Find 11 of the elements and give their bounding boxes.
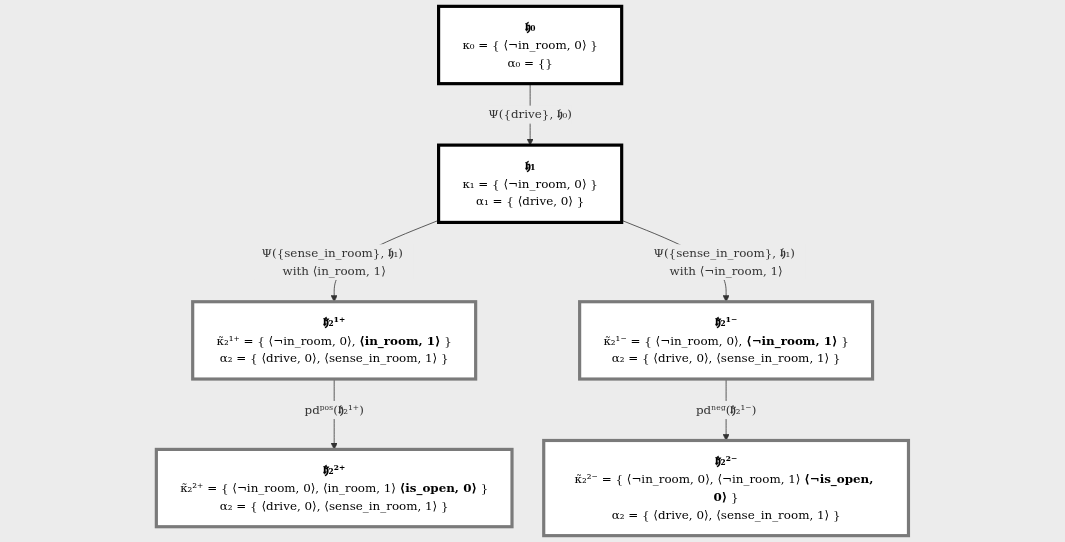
node-box: 𝖍₀ κ₀ = { ⟨¬in_room, 0⟩ } α₀ = {} [437, 4, 624, 86]
edge-label: pdᵖᵒˢ(𝖍̃₂¹⁺) [304, 402, 364, 417]
edge-label: Ψ({drive}, 𝖍₀) [488, 107, 573, 122]
edge-label: Ψ({sense_in_room}, 𝖍₁) with ⟨¬in_room, 1⟩ [653, 245, 795, 278]
edge-label: pdⁿᵉᵍ(𝖍̃₂¹⁻) [695, 402, 757, 417]
node-box: 𝖍̃₂¹⁻ κ̃₂¹⁻ = { ⟨¬in_room, 0⟩, ⟨¬in_room, 1⟩ } α₂ = { ⟨drive, 0⟩, ⟨sense_in_room, 1⟩ } [578, 300, 875, 381]
node-box: 𝖍̃₂¹⁺ κ̃₂¹⁺ = { ⟨¬in_room, 0⟩, ⟨in_room, 1⟩ } α₂ = { ⟨drive, 0⟩, ⟨sense_in_room, 1⟩ } [191, 300, 478, 381]
node-box: 𝖍̃₂²⁺ κ̃₂²⁺ = { ⟨¬in_room, 0⟩, ⟨in_room, 1⟩ ⟨is_open, 0⟩ } α₂ = { ⟨drive, 0⟩, ⟨sense_in_room, 1⟩ } [154, 447, 514, 529]
edge-label: Ψ({sense_in_room}, 𝖍₁) with ⟨in_room, 1⟩ [261, 245, 404, 278]
node-box: 𝖍₁ κ₁ = { ⟨¬in_room, 0⟩ } α₁ = { ⟨drive, 0⟩ } [437, 143, 624, 224]
node-box: 𝖍̃₂²⁻ κ̃₂²⁻ = { ⟨¬in_room, 0⟩, ⟨¬in_room, 1⟩ ⟨¬is_open, 0⟩ } α₂ = { ⟨drive, 0⟩, ⟨sense_in_room, 1⟩ } [542, 438, 911, 538]
